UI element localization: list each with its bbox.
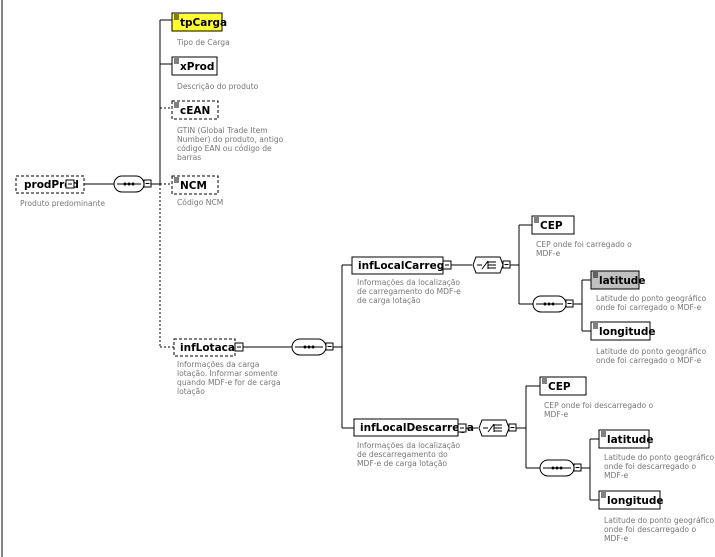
element-doc: Latitude do ponto geográfico onde foi ca… — [596, 294, 709, 312]
element-name: prodPred — [24, 179, 79, 191]
element-name: latitude — [607, 434, 653, 446]
element-list-icon — [601, 492, 606, 498]
element-longitude-carrega[interactable]: longitude Latitude do ponto geográfico o… — [590, 321, 709, 365]
element-name: CEP — [540, 220, 563, 232]
sequence-compositor-icon[interactable] — [532, 295, 574, 313]
element-name: longitude — [599, 326, 656, 338]
element-CEP-descarrega[interactable]: CEP CEP onde foi descarregado o MDF-e — [539, 376, 656, 419]
element-infLocalCarrega[interactable]: infLocalCarrega Informações da localizaç… — [351, 256, 463, 305]
element-doc: Descrição do produto — [177, 82, 259, 91]
element-infLotacao[interactable]: infLotacao Informações da carga lotação.… — [173, 338, 283, 396]
element-doc: Informações da localização de descarrega… — [357, 441, 463, 468]
element-doc: CEP onde foi carregado o MDF-e — [536, 240, 634, 258]
element-xProd[interactable]: xProd Descrição do produto — [171, 56, 259, 91]
element-list-icon — [174, 58, 179, 64]
element-list-icon — [534, 217, 539, 223]
element-infLocalDescarrega[interactable]: infLocalDescarrega Informações da locali… — [353, 418, 474, 468]
element-name: NCM — [180, 180, 207, 192]
element-name: tpCarga — [180, 17, 227, 29]
element-list-icon — [542, 378, 547, 384]
element-doc: Informações da carga lotação. Informar s… — [177, 360, 283, 396]
element-NCM[interactable]: NCM Código NCM — [171, 175, 223, 207]
element-doc: Tipo de Carga — [176, 38, 230, 47]
connector-lines — [92, 19, 599, 501]
element-list-icon — [593, 323, 598, 329]
element-doc: Produto predominante — [20, 199, 105, 208]
element-name: infLocalCarrega — [358, 260, 451, 272]
element-longitude-descarrega[interactable]: longitude Latitude do ponto geográfico o… — [598, 490, 715, 543]
element-doc: Latitude do ponto geográfico onde foi ca… — [596, 347, 709, 365]
element-cEAN[interactable]: cEAN GTIN (Global Trade Item Number) do … — [171, 100, 286, 162]
element-name: xProd — [180, 61, 214, 73]
element-latitude-descarrega[interactable]: latitude Latitude do ponto geográfico on… — [598, 429, 715, 480]
element-list-icon — [174, 177, 179, 183]
element-doc: Informações da localização de carregamen… — [357, 278, 463, 305]
choice-compositor-icon[interactable] — [478, 419, 517, 437]
element-list-icon — [593, 272, 598, 278]
sequence-compositor-icon[interactable] — [291, 338, 334, 356]
element-doc: CEP onde foi descarregado o MDF-e — [544, 401, 656, 419]
element-tpCarga[interactable]: tpCarga Tipo de Carga — [171, 12, 230, 47]
element-latitude-carrega[interactable]: latitude Latitude do ponto geográfico on… — [590, 270, 709, 312]
element-name: CEP — [548, 381, 571, 393]
element-doc: Latitude do ponto geográfico onde foi de… — [604, 453, 715, 480]
element-name: latitude — [599, 275, 645, 287]
sequence-compositor-icon[interactable] — [113, 175, 152, 193]
element-doc: GTIN (Global Trade Item Number) do produ… — [177, 126, 286, 162]
element-list-icon — [174, 102, 179, 108]
element-doc: Latitude do ponto geográfico onde foi de… — [604, 516, 715, 543]
element-name: infLocalDescarrega — [360, 422, 474, 434]
element-list-icon — [601, 431, 606, 437]
element-name: cEAN — [180, 105, 210, 117]
element-CEP-carrega[interactable]: CEP CEP onde foi carregado o MDF-e — [531, 215, 634, 258]
choice-compositor-icon[interactable] — [472, 256, 511, 274]
element-name: infLotacao — [180, 342, 242, 354]
element-doc: Código NCM — [177, 198, 223, 207]
sequence-compositor-icon[interactable] — [539, 459, 582, 477]
element-name: longitude — [607, 495, 664, 507]
element-list-icon — [174, 14, 179, 20]
element-prodPred[interactable]: prodPred Produto predominante — [15, 175, 105, 208]
